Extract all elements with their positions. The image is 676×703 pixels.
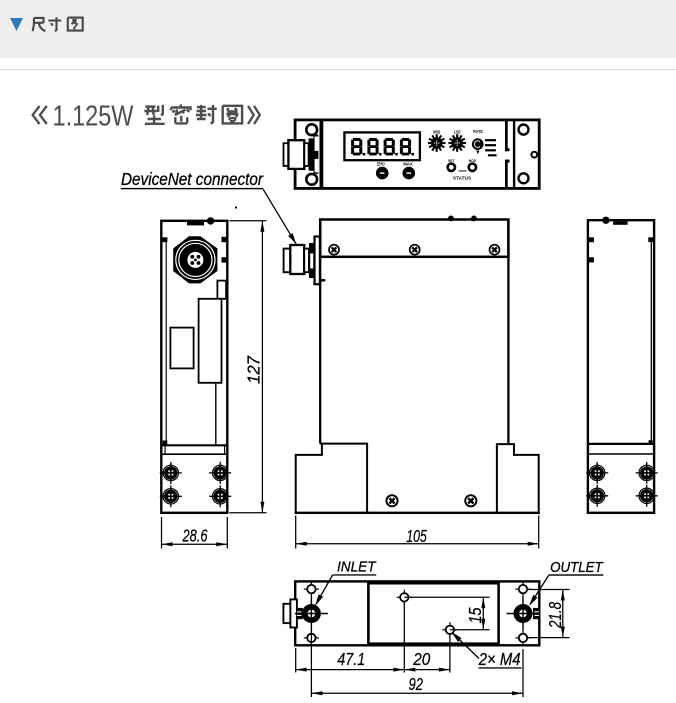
svg-text:15: 15: [465, 607, 485, 623]
svg-text:MSD: MSD: [433, 129, 440, 134]
svg-text:MOD: MOD: [469, 158, 476, 163]
svg-text:92: 92: [408, 674, 423, 694]
svg-text:LSD: LSD: [454, 129, 461, 134]
svg-text:47.1: 47.1: [337, 649, 365, 669]
svg-text:ZERO: ZERO: [377, 162, 385, 167]
svg-text:1.125W: 1.125W: [53, 100, 135, 132]
svg-text:DeviceNet connector: DeviceNet connector: [121, 169, 264, 189]
svg-text:SET: SET: [448, 158, 455, 163]
svg-text:127: 127: [244, 355, 264, 384]
svg-text:MAX: MAX: [403, 162, 413, 167]
svg-text:20: 20: [412, 649, 430, 669]
svg-text:RATE: RATE: [473, 129, 482, 134]
svg-text:OUTLET: OUTLET: [550, 559, 604, 576]
svg-text:STATUS: STATUS: [453, 176, 471, 181]
svg-text:INLET: INLET: [337, 559, 377, 576]
svg-text:2× M4: 2× M4: [478, 649, 521, 669]
svg-text:21.8: 21.8: [545, 602, 565, 629]
svg-text:105: 105: [406, 526, 427, 546]
svg-text:28.6: 28.6: [182, 526, 208, 546]
